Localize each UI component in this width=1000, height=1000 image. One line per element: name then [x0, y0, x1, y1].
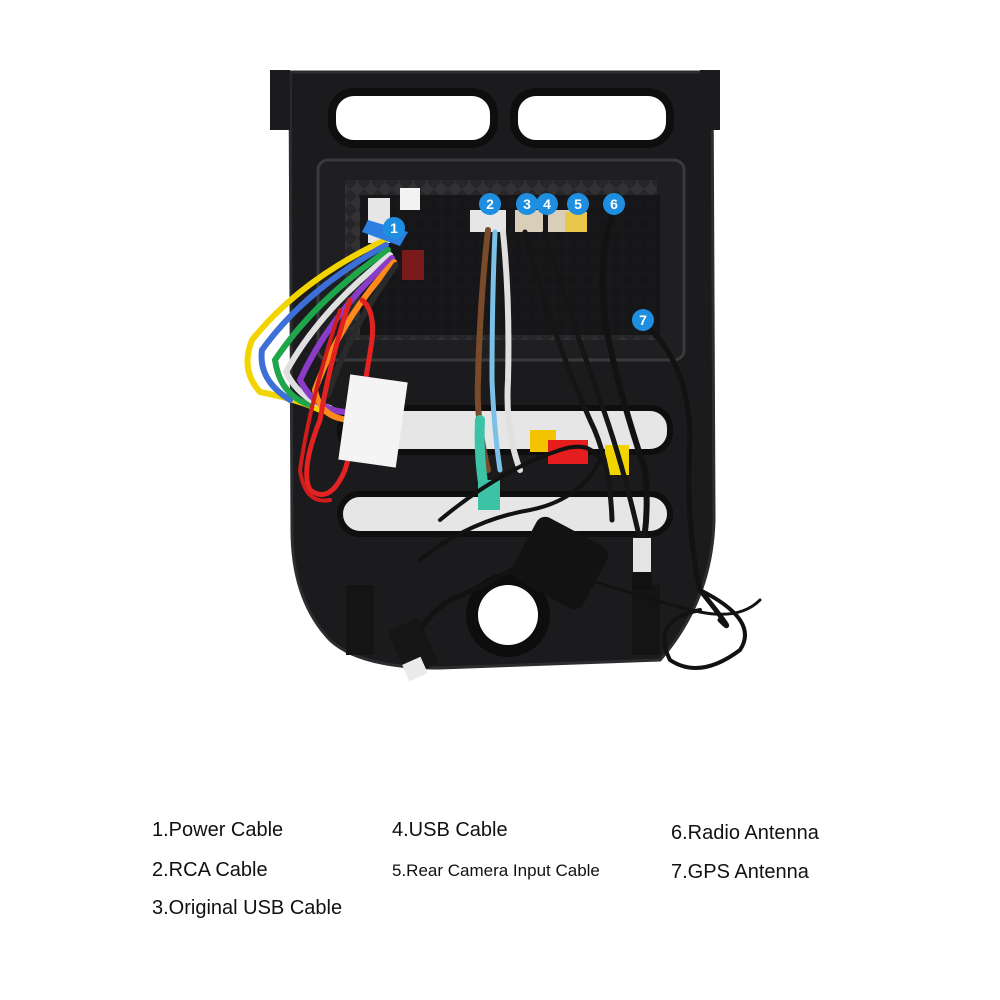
gps-module — [511, 516, 652, 610]
callout-badge-3: 3 — [516, 193, 538, 215]
legend-gps-antenna: 7.GPS Antenna — [671, 861, 809, 883]
legend-rca-cable: 2.RCA Cable — [152, 859, 268, 881]
callout-badges: 1 2 3 4 5 6 7 — [383, 193, 654, 331]
legend-rear-camera-cable: 5.Rear Camera Input Cable — [392, 861, 600, 880]
svg-text:2: 2 — [486, 196, 494, 212]
legend-usb-cable: 4.USB Cable — [392, 819, 508, 841]
usb-plug — [388, 618, 438, 682]
legend-radio-antenna: 6.Radio Antenna — [671, 822, 819, 844]
rca-usb-cables — [474, 227, 643, 543]
legend-original-usb-cable: 3.Original USB Cable — [152, 897, 343, 919]
svg-text:3: 3 — [523, 196, 531, 212]
power-harness-wires — [244, 220, 408, 503]
svg-text:7: 7 — [639, 312, 647, 328]
svg-text:5: 5 — [574, 196, 582, 212]
callout-badge-6: 6 — [603, 193, 625, 215]
callout-badge-4: 4 — [536, 193, 558, 215]
head-unit-back-photo: 1 2 3 4 5 6 7 — [244, 70, 762, 682]
svg-text:6: 6 — [610, 196, 618, 212]
callout-badge-2: 2 — [479, 193, 501, 215]
svg-text:4: 4 — [543, 196, 551, 212]
callout-badge-5: 5 — [567, 193, 589, 215]
legend-power-cable: 1.Power Cable — [152, 819, 284, 841]
svg-text:1: 1 — [390, 220, 398, 236]
callout-badge-1: 1 — [383, 217, 405, 239]
callout-badge-7: 7 — [632, 309, 654, 331]
